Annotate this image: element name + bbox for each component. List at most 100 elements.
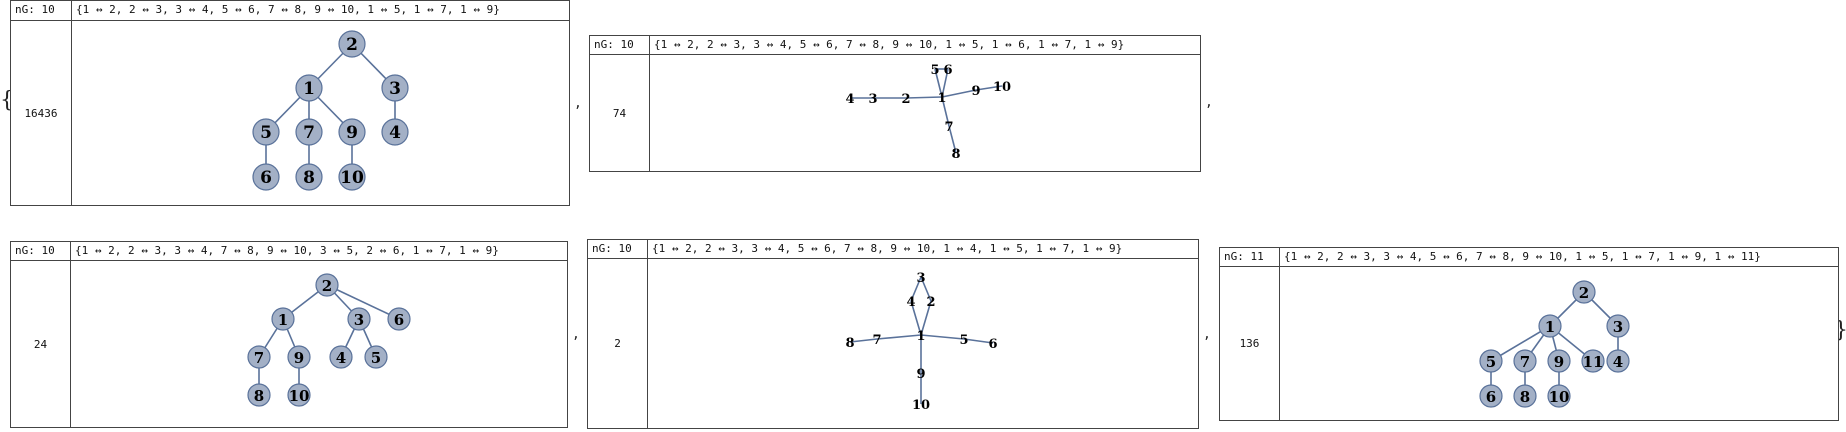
graph-node — [1572, 280, 1596, 304]
graph-edge — [849, 338, 878, 343]
graph-node-label: 4 — [845, 92, 854, 107]
graph-node — [338, 30, 366, 58]
count-value: 16436 — [11, 21, 72, 205]
graph-edge — [910, 300, 922, 336]
graph-node-label: 4 — [1613, 353, 1623, 371]
node-count-label: nG: 10 — [11, 242, 71, 261]
graph-node-label: 7 — [1520, 353, 1530, 371]
graph-node — [1606, 349, 1630, 373]
graph-node — [295, 163, 323, 191]
graph-edge — [963, 338, 994, 344]
graph-node — [1581, 349, 1605, 373]
graph-node-label: 8 — [1520, 388, 1530, 406]
edge-list-text: {1 ↔ 2, 2 ↔ 3, 3 ↔ 4, 5 ↔ 6, 7 ↔ 8, 9 ↔ … — [1280, 248, 1838, 267]
graph-edge — [326, 284, 400, 320]
graph-node-label: 8 — [845, 336, 854, 351]
graph-node-label: 5 — [959, 333, 968, 348]
graph-node-label: 7 — [303, 123, 315, 143]
graph-node-label: 6 — [988, 337, 997, 352]
graph-node — [338, 163, 366, 191]
graph-edge — [934, 68, 943, 98]
graph-node-label: 9 — [294, 349, 304, 367]
graph-node-label: 1 — [278, 311, 288, 329]
graph-node — [315, 273, 339, 297]
graph-edge — [941, 96, 950, 127]
graph-node — [1538, 314, 1562, 338]
graph-node-label: 3 — [1613, 318, 1623, 336]
graph-edge — [876, 334, 922, 340]
graph-node — [1513, 384, 1537, 408]
graph-node-label: 9 — [1554, 353, 1564, 371]
graph-node-label: 5 — [371, 349, 381, 367]
graph-edge — [948, 125, 957, 154]
graph-node — [1547, 384, 1571, 408]
graph-node-label: 9 — [916, 367, 925, 382]
separator-comma: , — [572, 327, 580, 342]
graph-edge — [941, 68, 949, 98]
graph-node-label: 2 — [901, 92, 910, 107]
node-count-label: nG: 10 — [11, 1, 72, 21]
graph-node-label: 2 — [322, 277, 332, 295]
graph-node-label: 7 — [254, 349, 264, 367]
graph-node-label: 1 — [937, 91, 946, 106]
graph-node-label: 6 — [394, 311, 404, 329]
node-count-label: nG: 11 — [1220, 248, 1280, 267]
node-count-label: nG: 10 — [588, 240, 648, 259]
graph-node-label: 5 — [260, 123, 272, 143]
graph-node-label: 10 — [289, 387, 310, 405]
graph-node-label: 2 — [926, 295, 935, 310]
graph-node — [387, 307, 411, 331]
graph-edge — [920, 334, 965, 340]
graph-edge — [905, 96, 943, 99]
graph-node — [287, 345, 311, 369]
graph-svg: 1 2 3 4 5 6 7 8 9 10 — [247, 273, 411, 407]
graph-node-label: 7 — [872, 333, 881, 348]
graph-node-label: 10 — [993, 80, 1011, 95]
graph-node — [247, 383, 271, 407]
graph-node — [1479, 349, 1503, 373]
graph-edge — [920, 300, 932, 336]
separator-comma: , — [1205, 95, 1213, 110]
graph-node-label: 1 — [916, 329, 925, 344]
graph-node-label: 4 — [389, 123, 401, 143]
graph-node — [295, 74, 323, 102]
graph-node-label: 8 — [254, 387, 264, 405]
node-count-label: nG: 10 — [590, 36, 650, 55]
graph-node-label: 8 — [951, 147, 960, 162]
graph-node — [1479, 384, 1503, 408]
graph-node-label: 6 — [943, 63, 952, 78]
graph-edge — [910, 276, 922, 302]
graph-node-label: 1 — [303, 79, 315, 99]
graph-node-label: 3 — [389, 79, 401, 99]
graph-edge — [941, 89, 977, 98]
graph-node — [347, 307, 371, 331]
graph-edge — [975, 85, 1003, 91]
graph-node-label: 2 — [346, 35, 358, 55]
graph-node — [381, 118, 409, 146]
graph-panel-4: nG: 10 {1 ↔ 2, 2 ↔ 3, 3 ↔ 4, 5 ↔ 6, 7 ↔ … — [587, 239, 1199, 429]
graph-node-label: 9 — [971, 84, 980, 99]
graph-node-label: 9 — [346, 123, 358, 143]
graph-node — [1513, 349, 1537, 373]
edge-list-text: {1 ↔ 2, 2 ↔ 3, 3 ↔ 4, 7 ↔ 8, 9 ↔ 10, 3 ↔… — [71, 242, 567, 261]
graph-node — [295, 118, 323, 146]
graph-node-label: 3 — [354, 311, 364, 329]
graph-node-label: 4 — [336, 349, 346, 367]
graph-node-label: 7 — [944, 120, 953, 135]
graph-node — [252, 163, 280, 191]
graph-node-label: 10 — [340, 168, 364, 188]
graph-node — [381, 74, 409, 102]
separator-comma: , — [574, 96, 582, 111]
graph-node-label: 2 — [1579, 284, 1589, 302]
graph-node — [247, 345, 271, 369]
graph-node-label: 8 — [303, 168, 315, 188]
graph-node — [338, 118, 366, 146]
graph-panel-3: nG: 10 {1 ↔ 2, 2 ↔ 3, 3 ↔ 4, 7 ↔ 8, 9 ↔ … — [10, 241, 568, 428]
graph-node — [329, 345, 353, 369]
